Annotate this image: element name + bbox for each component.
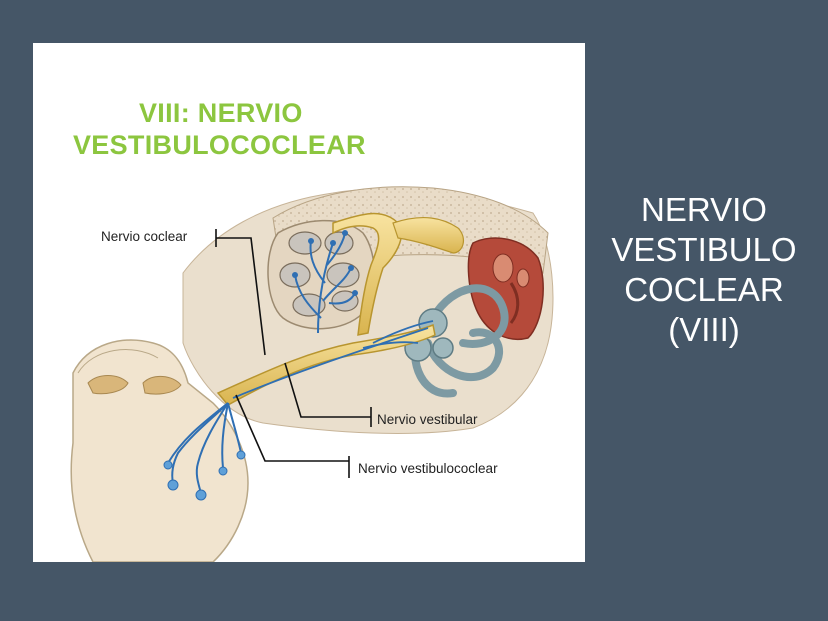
- anatomy-illustration: [70, 186, 554, 562]
- cochlear-fibers: [294, 232, 356, 334]
- slide-title-line-2: VESTIBULO: [611, 231, 797, 268]
- label-nervio-coclear: Nervio coclear: [101, 229, 188, 244]
- geniculate-extension: [392, 217, 465, 254]
- brainstem-fiber-endings: [163, 450, 246, 501]
- label-nervio-vestibular: Nervio vestibular: [377, 412, 478, 427]
- slide-title: NERVIO VESTIBULO COCLEAR (VIII): [598, 190, 810, 350]
- tympanic-cavity: [467, 237, 544, 340]
- nuclei: [87, 375, 182, 395]
- cochlear-fiber-endings: [292, 230, 358, 296]
- brainstem-fibers: [167, 402, 242, 494]
- label-pointers: [215, 229, 372, 478]
- label-nervio-vestibulococlear: Nervio vestibulococlear: [358, 461, 498, 476]
- figure-title-line-2: VESTIBULOCOCLEAR: [73, 130, 366, 160]
- slide-title-line-3: COCLEAR: [624, 271, 784, 308]
- ossicles: [492, 253, 530, 324]
- brainstem-lobes: [77, 349, 159, 374]
- figure-panel: VIII: NERVIO VESTIBULOCOCLEAR Nervio coc…: [33, 43, 585, 562]
- slide-title-line-1: NERVIO: [641, 191, 767, 228]
- vestibular-fibers: [232, 320, 434, 399]
- slide-title-line-4: (VIII): [668, 311, 740, 348]
- figure-title: VIII: NERVIO VESTIBULOCOCLEAR: [73, 97, 453, 161]
- figure-title-line-1: VIII: NERVIO: [139, 98, 303, 128]
